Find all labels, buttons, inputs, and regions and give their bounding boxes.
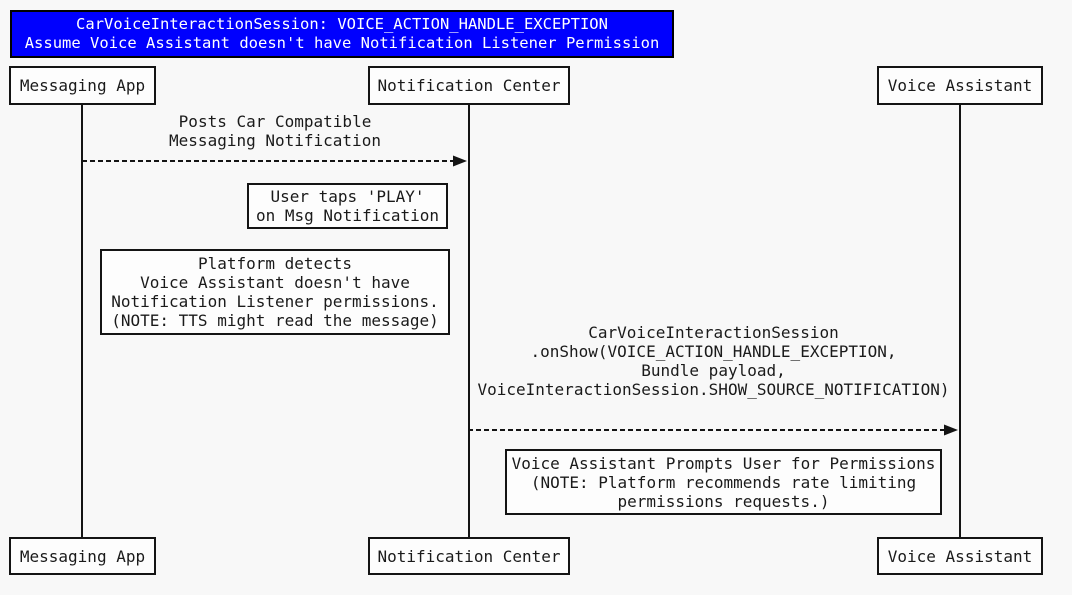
- note-user-taps-play: User taps 'PLAY' on Msg Notification: [247, 183, 448, 229]
- actor-notification-center-top: Notification Center: [368, 66, 570, 105]
- message-1-label-line-1: Posts Car Compatible: [178, 112, 372, 131]
- note-line: (NOTE: Platform recommends rate limiting: [530, 472, 917, 492]
- lifeline-notification-center: [468, 105, 470, 537]
- note-line: Voice Assistant doesn't have: [140, 273, 410, 292]
- actor-label: Notification Center: [377, 546, 561, 566]
- note-line: Platform detects: [197, 254, 353, 273]
- diagram-title-line-1: CarVoiceInteractionSession: VOICE_ACTION…: [76, 15, 608, 33]
- note-line: (NOTE: TTS might read the message): [111, 311, 439, 330]
- message-2-label-line-1: CarVoiceInteractionSession: [588, 323, 839, 342]
- note-line: Voice Assistant Prompts User for Permiss…: [511, 453, 936, 473]
- actor-label: Voice Assistant: [887, 546, 1033, 566]
- lifeline-messaging-app: [81, 105, 83, 537]
- note-voice-assistant-prompts: Voice Assistant Prompts User for Permiss…: [505, 449, 942, 515]
- note-line: on Msg Notification: [255, 206, 440, 225]
- actor-label: Voice Assistant: [887, 76, 1033, 95]
- diagram-title-banner: CarVoiceInteractionSession: VOICE_ACTION…: [10, 10, 674, 58]
- actor-label: Messaging App: [19, 546, 146, 566]
- note-line: User taps 'PLAY': [270, 187, 425, 206]
- actor-messaging-app-top: Messaging App: [9, 66, 156, 105]
- actor-voice-assistant-top: Voice Assistant: [877, 66, 1043, 105]
- actor-voice-assistant-bottom: Voice Assistant: [877, 537, 1043, 575]
- message-2-label-line-4: VoiceInteractionSession.SHOW_SOURCE_NOTI…: [477, 380, 950, 399]
- message-2-label: CarVoiceInteractionSession .onShow(VOICE…: [468, 323, 959, 399]
- actor-messaging-app-bottom: Messaging App: [9, 537, 156, 575]
- diagram-title-line-2: Assume Voice Assistant doesn't have Noti…: [24, 34, 660, 52]
- note-line: Notification Listener permissions.: [111, 292, 439, 311]
- message-2-label-line-3: Bundle payload,: [641, 361, 786, 380]
- message-2-dashed-arrow: [468, 424, 958, 436]
- actor-label: Messaging App: [19, 76, 146, 95]
- message-1-label: Posts Car Compatible Messaging Notificat…: [82, 112, 468, 150]
- actor-notification-center-bottom: Notification Center: [368, 537, 570, 575]
- note-platform-detects: Platform detects Voice Assistant doesn't…: [100, 249, 450, 335]
- message-1-label-line-2: Messaging Notification: [169, 131, 381, 150]
- note-line: permissions requests.): [617, 491, 830, 511]
- actor-label: Notification Center: [377, 76, 561, 95]
- lifeline-voice-assistant: [959, 105, 961, 537]
- message-2-label-line-2: .onShow(VOICE_ACTION_HANDLE_EXCEPTION,: [530, 342, 897, 361]
- message-1-dashed-arrow: [82, 155, 467, 167]
